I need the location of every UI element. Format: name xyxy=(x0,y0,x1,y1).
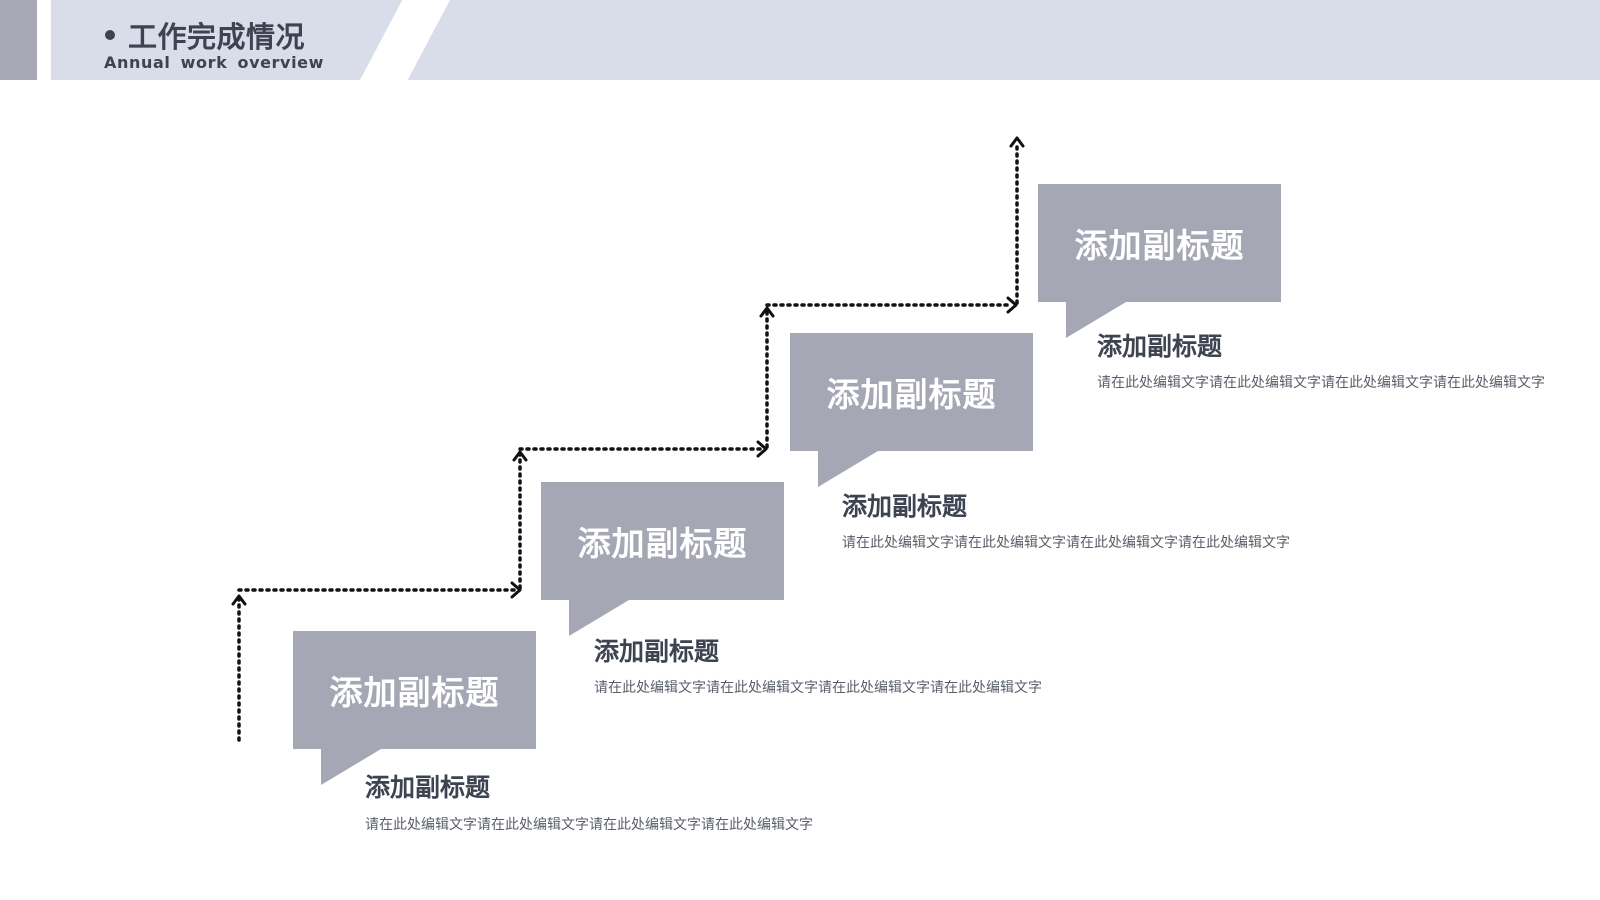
bubble-label-2: 添加副标题 xyxy=(577,524,748,563)
step-description-4: 请在此处编辑文字请在此处编辑文字请在此处编辑文字请在此处编辑文字 xyxy=(1097,375,1545,391)
header-band xyxy=(51,0,1600,80)
step-title-4: 添加副标题 xyxy=(1097,332,1223,361)
title-bullet-icon xyxy=(105,30,115,40)
arrow-path-3 xyxy=(765,303,1014,449)
arrow-head-right-1 xyxy=(510,581,522,599)
arrow-head-up-4 xyxy=(1009,136,1025,148)
step-title-1: 添加副标题 xyxy=(365,773,491,802)
bubble-label-3: 添加副标题 xyxy=(826,375,997,414)
bubble-label-4: 添加副标题 xyxy=(1074,226,1245,265)
arrow-path-2 xyxy=(518,447,764,590)
step-description-3: 请在此处编辑文字请在此处编辑文字请在此处编辑文字请在此处编辑文字 xyxy=(842,535,1290,551)
page-subtitle: Annual work overview xyxy=(104,53,324,72)
step-title-3: 添加副标题 xyxy=(842,492,968,521)
page-title: 工作完成情况 xyxy=(128,20,306,54)
arrow-head-right-3 xyxy=(1006,296,1018,314)
speech-bubble-3: 添加副标题 xyxy=(790,333,1033,451)
arrow-head-up-3 xyxy=(759,306,775,318)
speech-bubble-4: 添加副标题 xyxy=(1038,184,1281,302)
step-title-2: 添加副标题 xyxy=(594,637,720,666)
speech-bubble-2: 添加副标题 xyxy=(541,482,784,600)
arrow-head-right-2 xyxy=(756,440,768,458)
bubble-label-1: 添加副标题 xyxy=(329,673,500,712)
speech-bubble-1: 添加副标题 xyxy=(293,631,536,749)
arrow-head-up-1 xyxy=(231,594,247,606)
step-description-1: 请在此处编辑文字请在此处编辑文字请在此处编辑文字请在此处编辑文字 xyxy=(365,817,813,833)
header-accent-bar xyxy=(0,0,37,80)
step-description-2: 请在此处编辑文字请在此处编辑文字请在此处编辑文字请在此处编辑文字 xyxy=(594,680,1042,696)
arrow-path-1 xyxy=(237,588,518,742)
arrow-head-up-2 xyxy=(512,450,528,462)
